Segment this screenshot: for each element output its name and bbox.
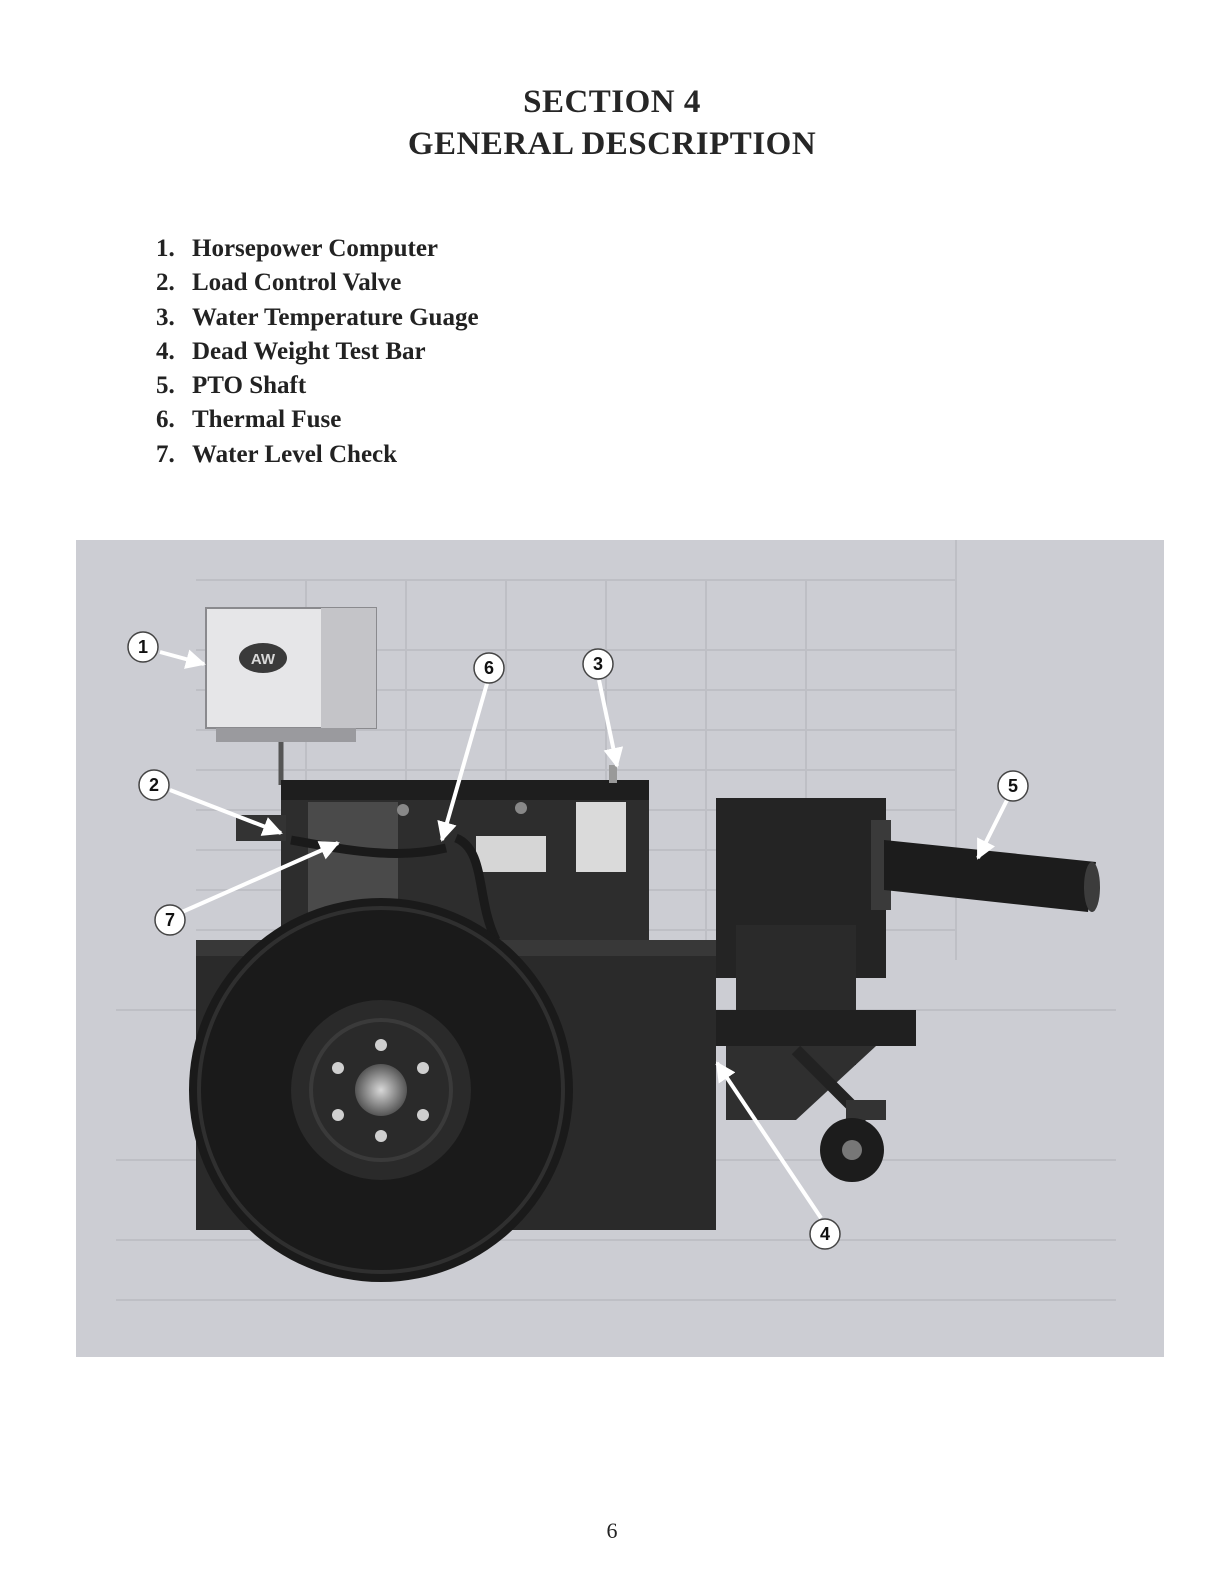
legend-number: 4. (156, 335, 192, 369)
legend-label: Water Level Check (192, 441, 397, 468)
legend-label: PTO Shaft (192, 372, 306, 399)
legend-number: 3. (156, 301, 192, 335)
legend-label: Horsepower Computer (192, 235, 438, 262)
component-legend: 1.Horsepower Computer 2.Load Control Val… (156, 232, 479, 472)
legend-item: 7.Water Level Check (156, 438, 479, 472)
legend-number: 5. (156, 369, 192, 403)
legend-label: Load Control Valve (192, 269, 401, 296)
callout-4-badge: 4 (810, 1219, 840, 1249)
legend-number: 6. (156, 403, 192, 437)
machine-illustration: AW (76, 540, 1164, 1357)
svg-text:7: 7 (165, 910, 175, 930)
legend-number: 1. (156, 232, 192, 266)
page-number: 6 (0, 1518, 1224, 1544)
legend-number: 2. (156, 266, 192, 300)
callout-5-badge: 5 (998, 771, 1028, 801)
callout-2-badge: 2 (139, 770, 169, 800)
svg-text:5: 5 (1008, 776, 1018, 796)
legend-item: 6.Thermal Fuse (156, 403, 479, 437)
legend-item: 5.PTO Shaft (156, 369, 479, 403)
svg-text:1: 1 (138, 637, 148, 657)
svg-text:3: 3 (593, 654, 603, 674)
legend-item: 4.Dead Weight Test Bar (156, 335, 479, 369)
callout-1-badge: 1 (128, 632, 158, 662)
main-wheel (189, 898, 573, 1282)
svg-text:2: 2 (149, 775, 159, 795)
legend-label: Water Temperature Guage (192, 304, 479, 331)
callout-7-badge: 7 (155, 905, 185, 935)
svg-text:4: 4 (820, 1224, 830, 1244)
svg-text:6: 6 (484, 658, 494, 678)
callout-6-badge: 6 (474, 653, 504, 683)
legend-number: 7. (156, 438, 192, 472)
legend-label: Thermal Fuse (192, 406, 341, 433)
legend-label: Dead Weight Test Bar (192, 338, 426, 365)
logo-text: AW (251, 651, 276, 668)
dynamometer-photo: AW (76, 540, 1164, 1357)
callout-3-badge: 3 (583, 649, 613, 679)
legend-item: 2.Load Control Valve (156, 266, 479, 300)
wheel-hub (355, 1064, 407, 1116)
section-number-title: SECTION 4 (0, 84, 1224, 121)
legend-item: 1.Horsepower Computer (156, 232, 479, 266)
legend-item: 3.Water Temperature Guage (156, 301, 479, 335)
section-title: GENERAL DESCRIPTION (0, 126, 1224, 163)
